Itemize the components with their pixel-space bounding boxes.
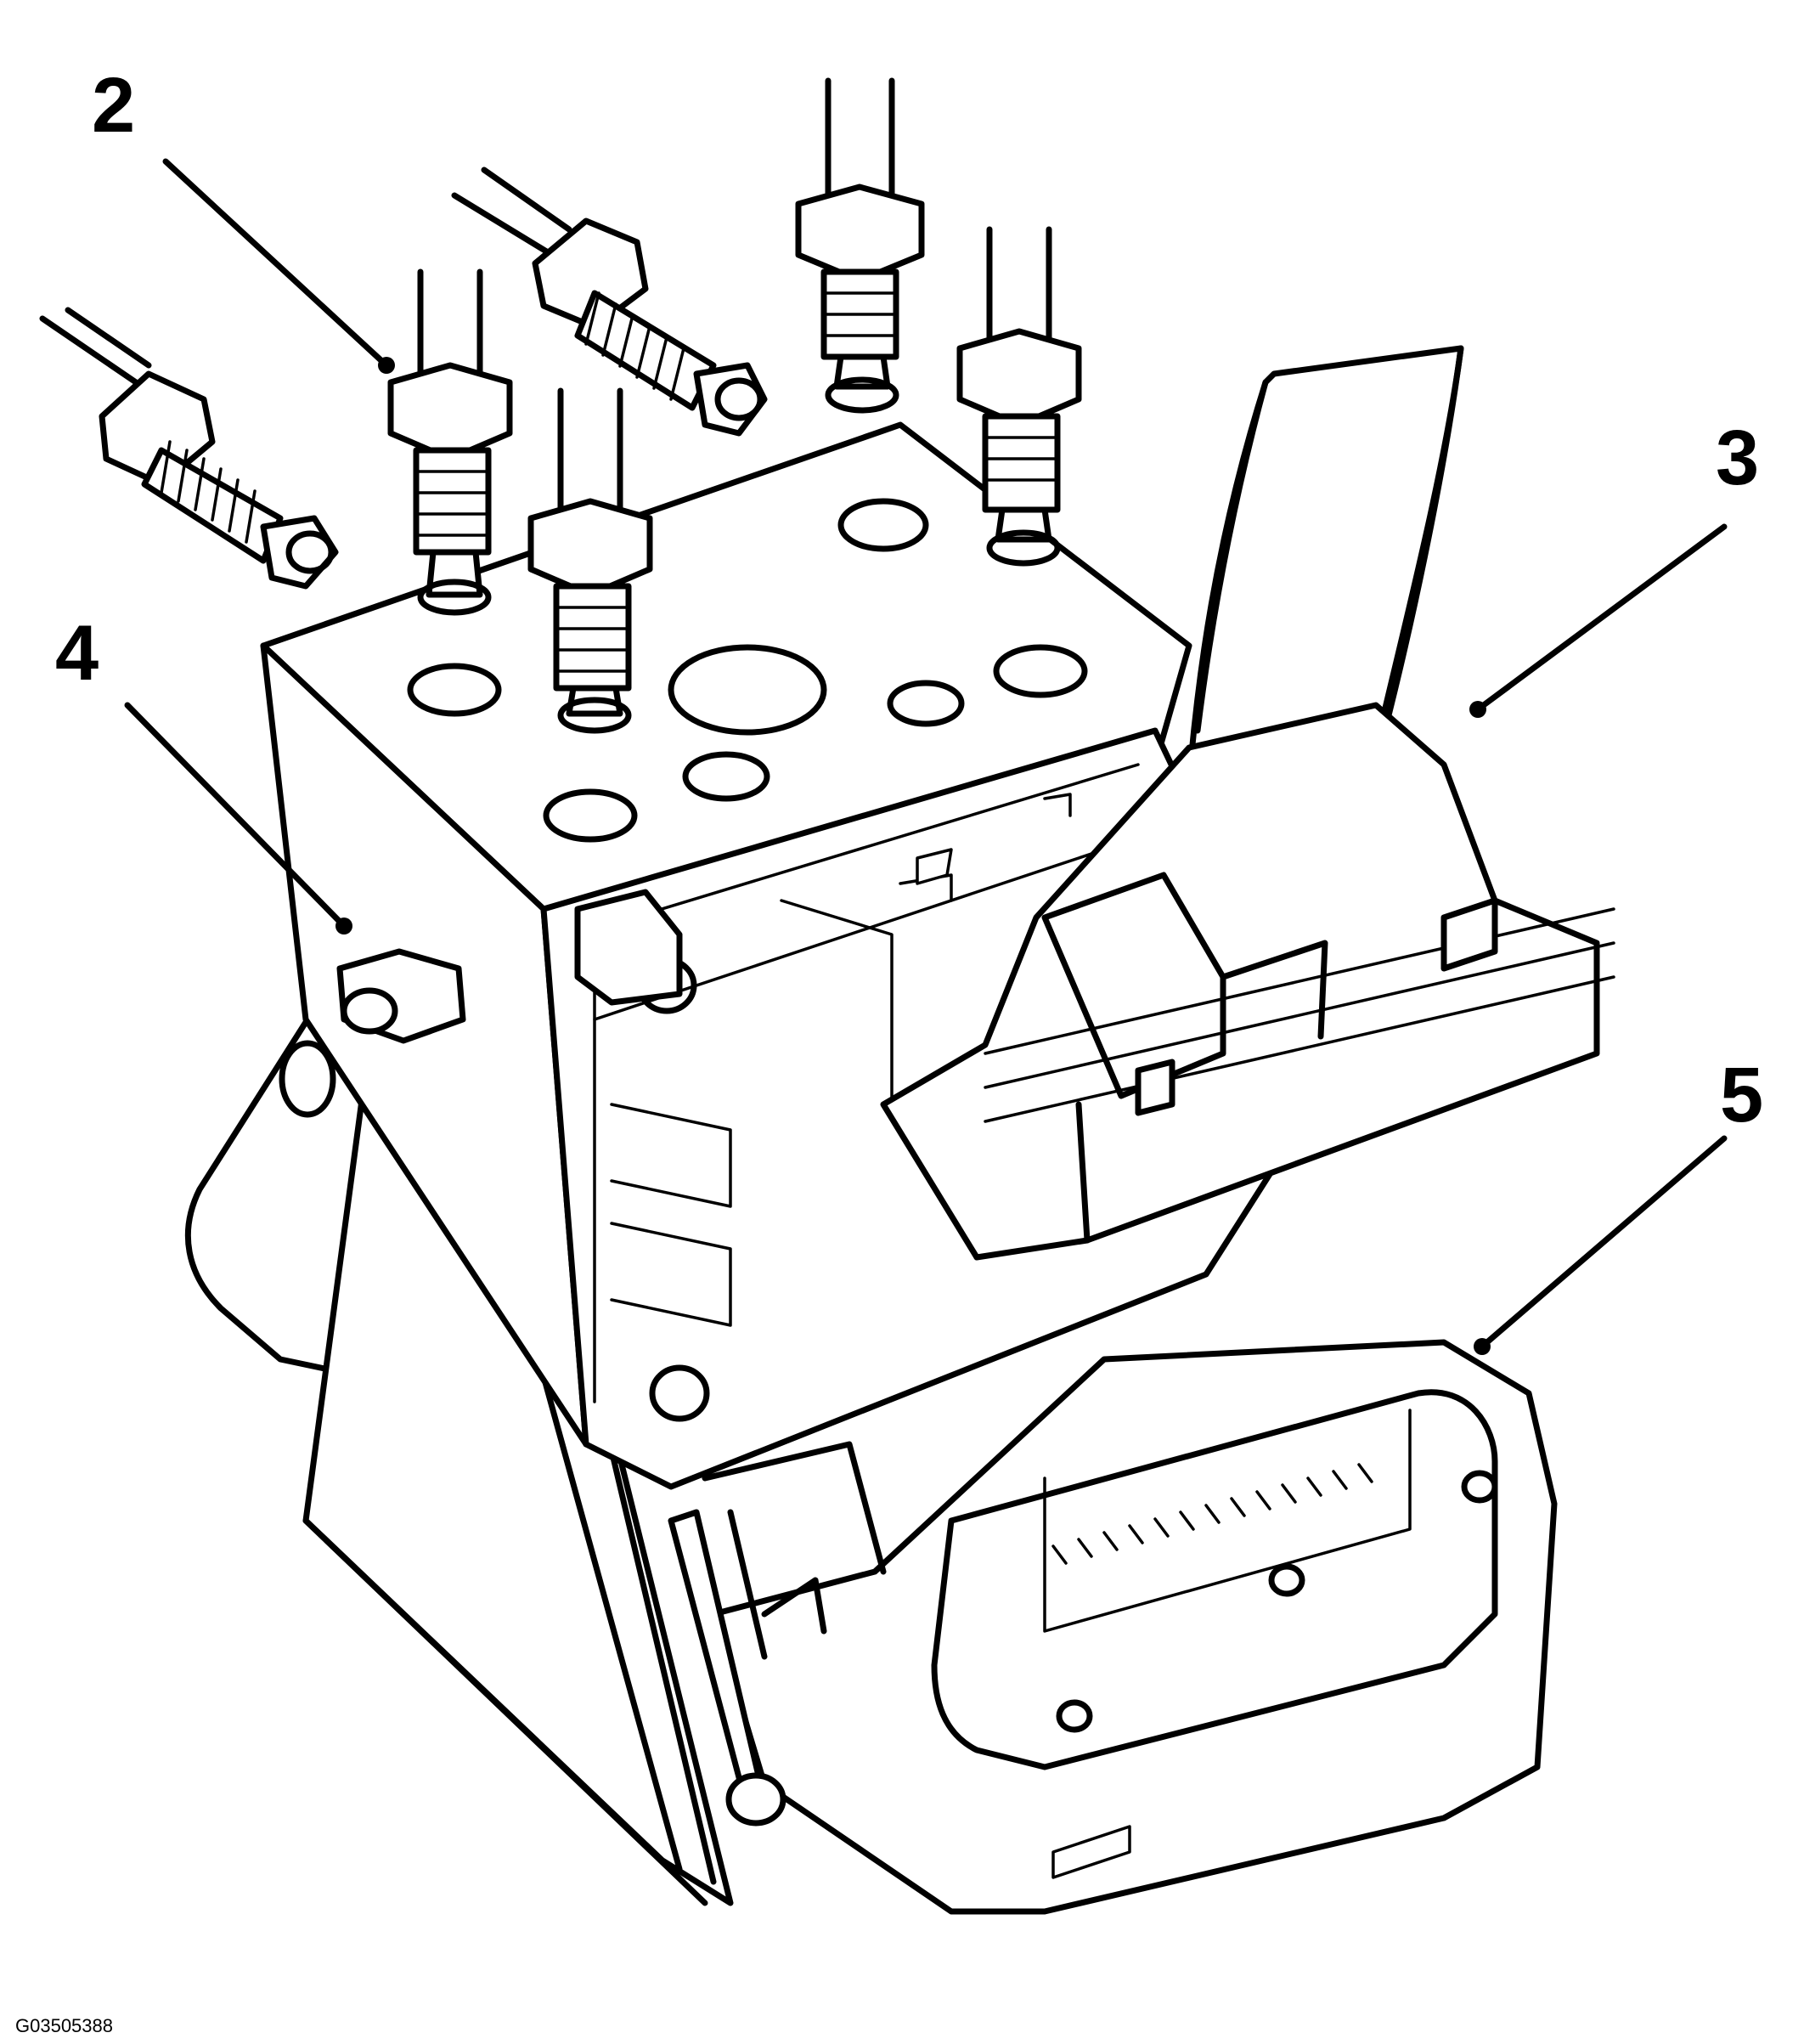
leader-line-3 [162,158,390,369]
brake-fitting-upright-1 [387,268,513,616]
brake-fitting-upright-2 [527,387,653,734]
leader-dot-3 [378,357,395,374]
leader-line-5 [1479,1135,1728,1350]
callout-leaders [124,158,1728,1355]
callout-label-2: 3 [1716,415,1759,501]
valve-block-ports [407,498,1088,843]
control-module-connector [880,702,1615,1261]
mounting-bolt [279,948,466,1118]
figure-code: G03505388 [15,2015,113,2036]
brake-line-fittings [39,77,1082,734]
callout-label-5: 5 [1720,1052,1763,1138]
brake-fitting-upright-3 [795,77,925,414]
brake-fitting-angled-2 [451,167,768,437]
leader-line-4 [124,702,347,929]
leader-dot-2 [1469,701,1486,718]
electronic-control-module [702,1339,1558,1915]
lower-bracket-bolt [574,889,786,1827]
callout-label-3: 2 [92,62,135,149]
leader-dot-4 [335,918,352,934]
leader-line-2 [1474,523,1728,713]
brake-fitting-upright-4 [956,226,1082,567]
callout-label-4: 4 [55,610,99,697]
wiring-harness-connector-grip [1186,345,1464,853]
brake-fitting-left [39,307,339,590]
leader-dot-5 [1474,1338,1491,1355]
